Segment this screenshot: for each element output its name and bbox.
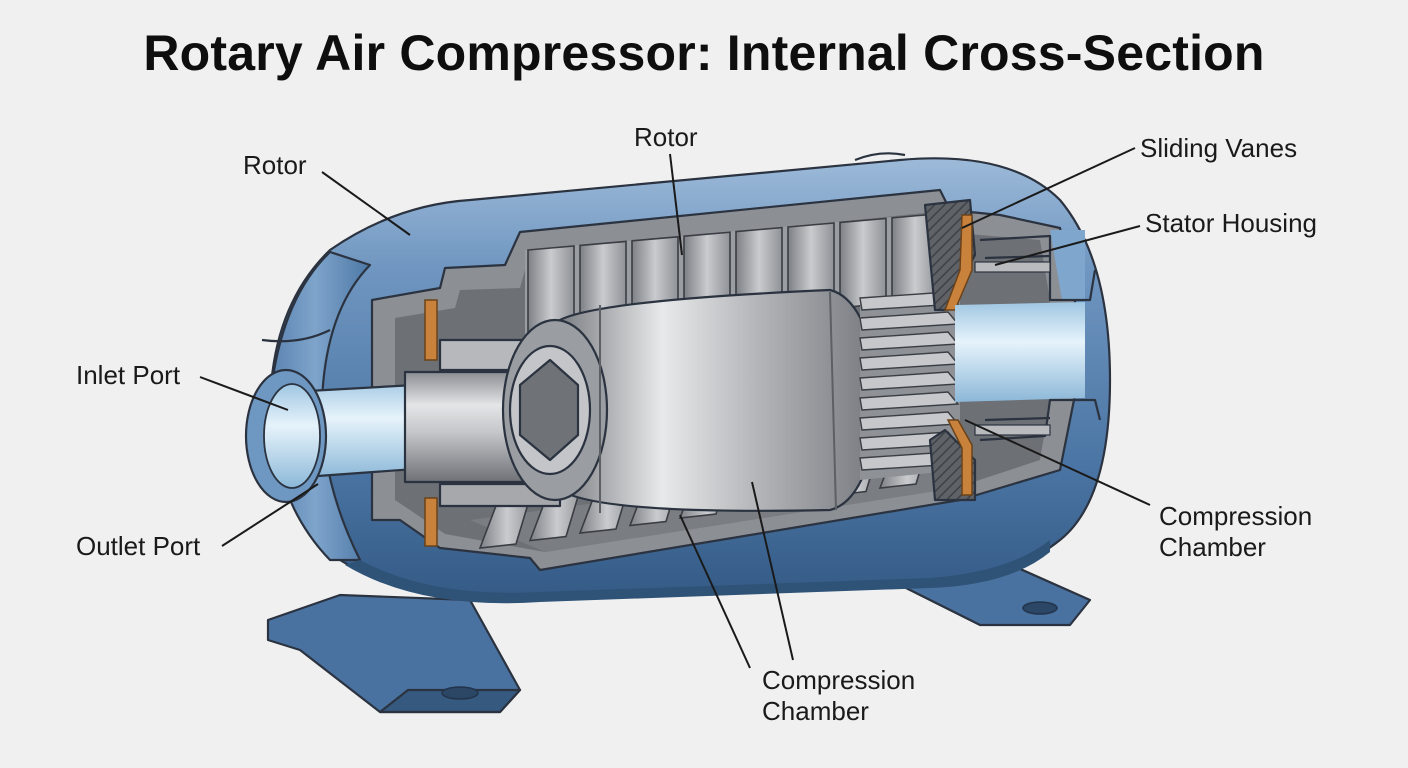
svg-text:Rotor: Rotor — [634, 122, 698, 152]
page-title: Rotary Air Compressor: Internal Cross-Se… — [143, 25, 1265, 81]
svg-text:Rotor: Rotor — [243, 150, 307, 180]
upper-vane — [839, 217, 887, 310]
label-stator-housing: Stator Housing — [994, 208, 1317, 266]
svg-text:Chamber: Chamber — [762, 696, 869, 726]
label-inlet-port: Inlet Port — [76, 360, 289, 411]
svg-text:Compression: Compression — [1159, 501, 1312, 531]
svg-text:Compression: Compression — [762, 665, 915, 695]
rotor-drum — [501, 288, 882, 513]
svg-text:Inlet Port: Inlet Port — [76, 360, 181, 390]
svg-text:Stator Housing: Stator Housing — [1145, 208, 1317, 238]
label-compression-chamber-right: Compression Chamber — [964, 419, 1312, 562]
svg-text:Sliding Vanes: Sliding Vanes — [1140, 133, 1297, 163]
svg-text:Outlet Port: Outlet Port — [76, 531, 201, 561]
label-rotor-top: Rotor — [634, 122, 698, 256]
rotor-fins — [859, 291, 960, 480]
label-compression-chamber-bottom: Compression Chamber — [679, 481, 915, 726]
label-sliding-vanes: Sliding Vanes — [961, 133, 1297, 229]
label-outlet-port: Outlet Port — [76, 483, 319, 561]
svg-text:Chamber: Chamber — [1159, 532, 1266, 562]
label-rotor-left: Rotor — [243, 150, 411, 236]
rotor-fin — [859, 391, 960, 411]
